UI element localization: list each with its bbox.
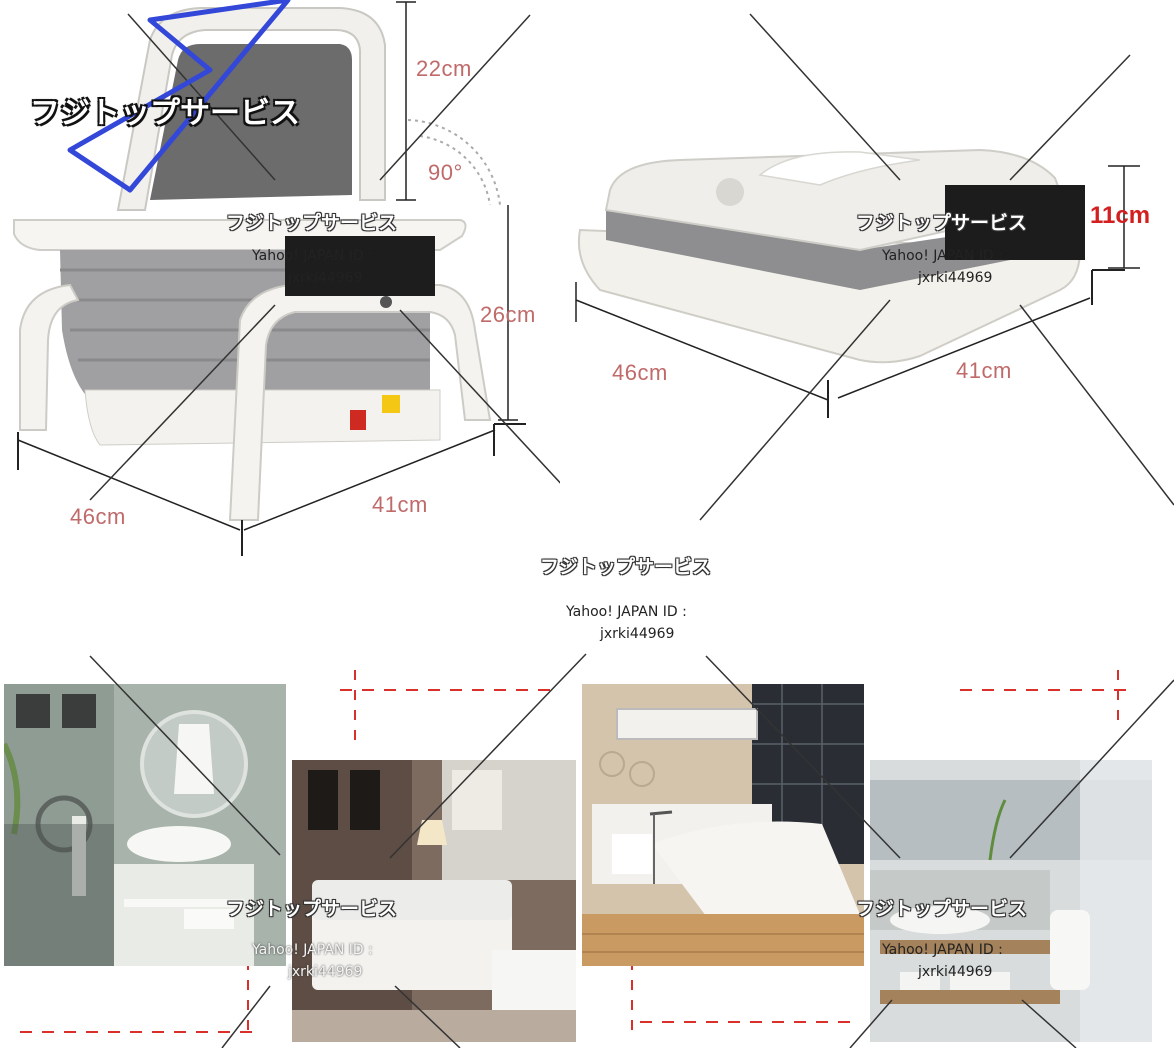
dim-folded-width: 41cm xyxy=(956,358,1012,383)
dim-folded-depth: 46cm xyxy=(612,360,668,385)
product-folded-illustration xyxy=(575,13,1174,521)
watermark-brand-center: フジトップサービス xyxy=(540,556,712,578)
dim-back-height: 22cm xyxy=(416,56,472,81)
watermark-id-line2-center: jxrki44969 xyxy=(600,626,675,642)
dim-total-height: 26cm xyxy=(480,302,536,327)
dim-folded-height: 11cm xyxy=(1090,202,1151,229)
product-unfolded: 22cm 90° 26cm 46cm 41cm xyxy=(0,0,560,560)
watermark-brand-bottom-right: フジトップサービス xyxy=(856,898,1028,920)
brand-logo-text: フジトップサービス xyxy=(30,96,300,131)
scene-bedroom-photo xyxy=(582,684,864,966)
watermark-brand-right: フジトップサービス xyxy=(856,212,1028,234)
dim-width: 41cm xyxy=(372,492,428,517)
watermark-brand: フジトップサービス xyxy=(226,212,398,234)
watermark-brand-bottom-left: フジトップサービス xyxy=(226,898,398,920)
watermark-id-line1: Yahoo! JAPAN ID : xyxy=(252,248,373,264)
watermark-id-line2: jxrki44969 xyxy=(288,270,363,286)
watermark-id-line2-bottom-left: jxrki44969 xyxy=(288,964,363,980)
watermark-strokes-bottom xyxy=(89,653,1174,1048)
watermark-id-line1-bottom-right: Yahoo! JAPAN ID : xyxy=(882,942,1003,958)
product-folded: 11cm 46cm 41cm xyxy=(560,0,1174,560)
scene-bathroom-2-photo xyxy=(870,760,1152,1042)
watermark-id-line1-right: Yahoo! JAPAN ID : xyxy=(882,248,1003,264)
watermark-id-line1-bottom-left: Yahoo! JAPAN ID : xyxy=(252,942,373,958)
product-unfolded-illustration xyxy=(13,0,560,556)
dashed-decoration xyxy=(20,670,1130,1040)
dim-angle: 90° xyxy=(428,160,463,185)
watermark-id-line2-bottom-right: jxrki44969 xyxy=(918,964,993,980)
watermark-id-line2-right: jxrki44969 xyxy=(918,270,993,286)
watermark-id-line1-center: Yahoo! JAPAN ID : xyxy=(566,604,687,620)
dim-depth: 46cm xyxy=(70,504,126,529)
scene-living-room-photo xyxy=(292,760,576,1042)
